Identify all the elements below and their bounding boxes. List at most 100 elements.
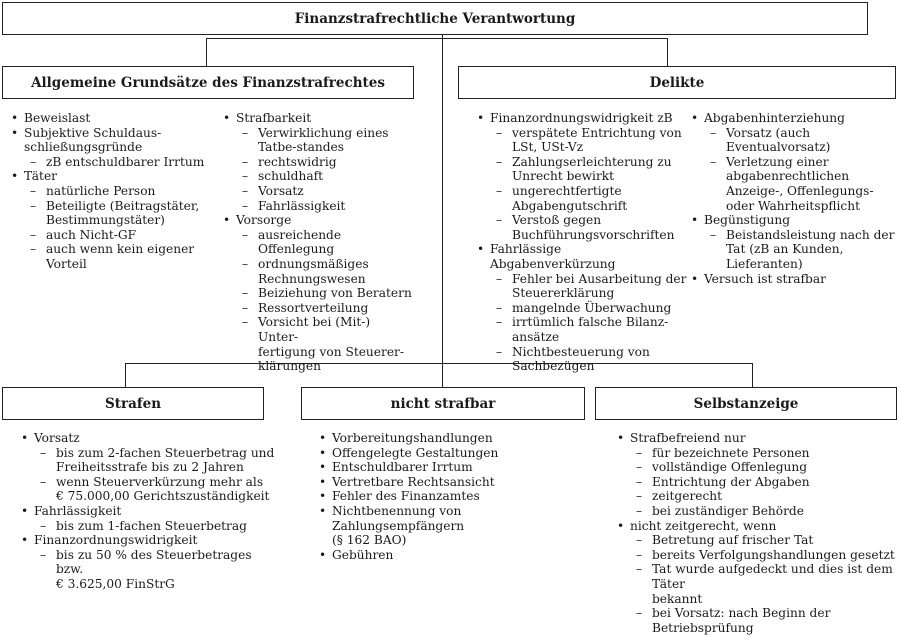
delikte-list-1: Finanzordnungswidrigkeit zBverspätete En… [476,111,688,374]
sub-list-item: zeitgerecht [630,489,898,504]
list-item: Fahrlässige AbgabenverkürzungFehler bei … [476,242,688,373]
bullet-list: AbgabenhinterziehungVorsatz (auchEventua… [690,111,896,286]
list-item: Finanzordnungswidrigkeit zBverspätete En… [476,111,688,242]
sub-list: für bezeichnete Personenvollständige Off… [630,446,898,519]
list-item-text: Strafbarkeit [236,111,312,125]
sub-list: zB entschuldbarer Irrtum [24,155,220,170]
sub-list-item: Vorsatz [236,184,412,199]
bullet-list: Strafbefreiend nurfür bezeichnete Person… [616,431,898,635]
sub-list-item: Fehler bei Ausarbeitung derSteuererkläru… [490,272,688,301]
list-item-text: Täter [24,169,57,184]
list-item-text: Fahrlässige Abgabenverkürzung [490,242,616,271]
delikte-list-2: AbgabenhinterziehungVorsatz (auchEventua… [690,111,896,286]
connector-nicht-strafbar-drop [442,363,444,387]
sub-list-item: Fahrlässigkeit [236,199,412,214]
list-item: Finanzordnungswidrigkeitbis zu 50 % des … [20,533,282,591]
grundsaetze-box: Allgemeine Grundsätze des Finanzstrafrec… [2,66,414,99]
list-item: Vorsorgeausreichende Offenlegungordnungs… [222,213,412,374]
sub-list-item: Vorsicht bei (Mit-) Unter-fertigung von … [236,315,412,373]
list-item: Nichtbenennung von Zahlungsempfängern(§ … [318,504,588,548]
selbstanzeige-list: Strafbefreiend nurfür bezeichnete Person… [616,431,898,635]
sub-list-item: Betretung auf frischer Tat [630,533,898,548]
sub-list-item: schuldhaft [236,169,412,184]
list-item: Offengelegte Gestaltungen [318,446,588,461]
sub-list-item: irrtümlich falsche Bilanz-ansätze [490,315,688,344]
list-item: Versuch ist strafbar [690,272,896,287]
strafen-box: Strafen [2,387,264,420]
connector-top-horizontal [206,38,668,40]
sub-list-item: Ressortverteilung [236,301,412,316]
list-item: Vorbereitungshandlungen [318,431,588,446]
list-item: nicht zeitgerecht, wennBetretung auf fri… [616,519,898,635]
list-item: Täternatürliche PersonBeteiligte (Beitra… [10,169,220,271]
list-item: Fahrlässigkeitbis zum 1-fachen Steuerbet… [20,504,282,533]
list-item: BegünstigungBeistandsleistung nach derTa… [690,213,896,271]
sub-list: Betretung auf frischer Tatbereits Verfol… [630,533,898,635]
sub-list-item: bei Vorsatz: nach Beginn der Betriebsprü… [630,606,898,635]
connector-selbstanzeige-drop [752,363,754,387]
sub-list-item: Verletzung einerabgabenrechtlichenAnzeig… [704,155,896,213]
sub-list-item: für bezeichnete Personen [630,446,898,461]
bullet-list: StrafbarkeitVerwirklichung einesTatbe-st… [222,111,412,374]
list-item-text: Finanzordnungswidrigkeit [34,533,198,548]
sub-list-item: Beiziehung von Beratern [236,286,412,301]
delikte-box: Delikte [458,66,896,99]
connector-left-drop [206,38,208,66]
sub-list-item: bei zuständiger Behörde [630,504,898,519]
nicht-strafbar-box: nicht strafbar [301,387,585,420]
list-item-text: Subjektive Schuldaus-schließungsgründe [24,125,162,155]
list-item: Gebühren [318,548,588,563]
sub-list: bis zum 2-fachen Steuerbetrag undFreihei… [34,446,282,504]
list-item-text: Nichtbenennung von Zahlungsempfängern(§ … [332,503,465,548]
list-item: Entschuldbarer Irrtum [318,460,588,475]
list-item-text: Vorbereitungshandlungen [332,431,493,445]
nicht-strafbar-list: VorbereitungshandlungenOffengelegte Gest… [318,431,588,562]
sub-list: ausreichende OffenlegungordnungsmäßigesR… [236,228,412,374]
list-item: Beweislast [10,111,220,126]
sub-list-item: ausreichende Offenlegung [236,228,412,257]
list-item-text: Versuch ist strafbar [704,271,826,286]
grundsaetze-list-2: StrafbarkeitVerwirklichung einesTatbe-st… [222,111,412,374]
list-item: Vertretbare Rechtsansicht [318,475,588,490]
sub-list: bis zum 1-fachen Steuerbetrag [34,519,282,534]
sub-list-item: natürliche Person [24,184,220,199]
list-item: AbgabenhinterziehungVorsatz (auchEventua… [690,111,896,213]
list-item-text: Vertretbare Rechtsansicht [332,474,495,489]
title-box: Finanzstrafrechtliche Verantwortung [2,2,868,35]
sub-list: natürliche PersonBeteiligte (Beitragstät… [24,184,220,272]
sub-list-item: bis zum 2-fachen Steuerbetrag undFreihei… [34,446,282,475]
bullet-list: Vorsatzbis zum 2-fachen Steuerbetrag und… [20,431,282,592]
grundsaetze-list-1: BeweislastSubjektive Schuldaus-schließun… [10,111,220,272]
connector-title-trunk [442,34,444,363]
sub-list-item: mangelnde Überwachung [490,301,688,316]
sub-list-item: vollständige Offenlegung [630,460,898,475]
selbstanzeige-box: Selbstanzeige [595,387,897,420]
sub-list-item: auch wenn kein eigener Vorteil [24,242,220,271]
sub-list-item: wenn Steuerverkürzung mehr als€ 75.000,0… [34,475,282,504]
list-item-text: Abgabenhinterziehung [704,111,845,125]
sub-list: bis zu 50 % des Steuerbetrages bzw.€ 3.6… [34,548,282,592]
connector-bottom-horizontal [125,363,753,365]
sub-list-item: Entrichtung der Abgaben [630,475,898,490]
sub-list-item: rechtswidrig [236,155,412,170]
list-item-text: Finanzordnungswidrigkeit zB [490,111,673,125]
connector-strafen-drop [125,363,127,387]
list-item-text: Entschuldbarer Irrtum [332,460,473,475]
list-item-text: Fahrlässigkeit [34,503,122,518]
list-item-text: nicht zeitgerecht, wenn [630,518,777,533]
strafen-list: Vorsatzbis zum 2-fachen Steuerbetrag und… [20,431,282,592]
sub-list-item: auch Nicht-GF [24,228,220,243]
list-item-text: Vorsorge [236,213,292,228]
sub-list-item: bereits Verfolgungshandlungen gesetzt [630,548,898,563]
bullet-list: VorbereitungshandlungenOffengelegte Gest… [318,431,588,562]
sub-list: Fehler bei Ausarbeitung derSteuererkläru… [490,272,688,374]
